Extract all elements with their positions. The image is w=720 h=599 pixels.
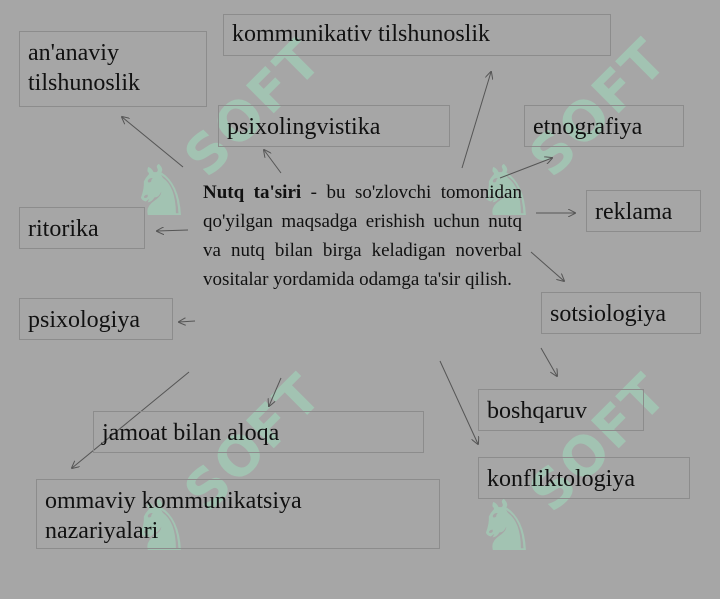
node-psixologiya: psixologiya	[19, 298, 173, 340]
node-kommunikativ-tilshunoslik: kommunikativ tilshunoslik	[223, 14, 611, 56]
arrow-sotsiologiya	[530, 251, 564, 281]
node-jamoat-bilan-aloqa: jamoat bilan aloqa	[93, 411, 424, 453]
arrow-kommunikativ	[461, 72, 491, 169]
arrow-etnografiya	[499, 158, 552, 179]
arrow-ommaviy	[72, 371, 190, 468]
node-boshqaruv: boshqaruv	[478, 389, 644, 431]
central-definition-text: - bu so'zlovchi tomonidan qo'yilgan maqs…	[203, 182, 522, 290]
arrow-psixolingvistika	[264, 150, 282, 174]
arrow-boshqaruv	[540, 347, 557, 376]
node-konfliktologiya: konfliktologiya	[478, 457, 690, 499]
arrow-konfliktologiya	[439, 360, 478, 444]
central-term: Nutq ta'siri	[203, 182, 302, 203]
node-ritorika: ritorika	[19, 207, 145, 249]
arrow-ananaviy	[122, 117, 184, 168]
node-psixolingvistika: psixolingvistika	[218, 105, 450, 147]
connector-arrows	[0, 0, 720, 540]
arrow-jamoat	[269, 377, 282, 406]
arrow-ritorika	[157, 230, 189, 231]
central-definition: Nutq ta'siri - bu so'zlovchi tomonidan q…	[203, 178, 522, 294]
node-etnografiya: etnografiya	[524, 105, 684, 147]
arrow-psixologiya	[179, 321, 196, 322]
node-sotsiologiya: sotsiologiya	[541, 292, 701, 334]
node-reklama: reklama	[586, 190, 701, 232]
